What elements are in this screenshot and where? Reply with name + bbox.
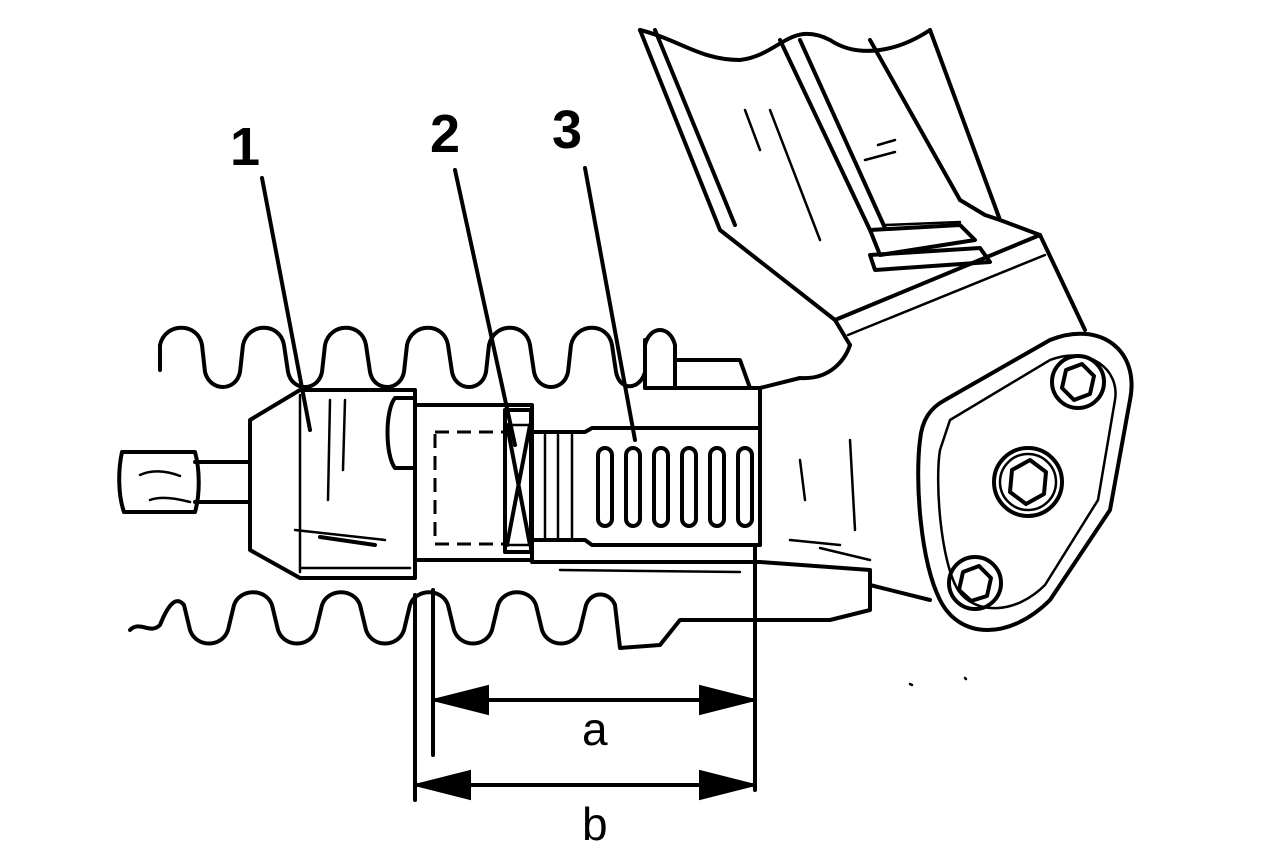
callout-2: 2 (430, 104, 460, 164)
dimension-b: b (413, 769, 757, 850)
mounting-flange (916, 331, 1134, 632)
hex-bolt-icon (992, 446, 1064, 518)
leader-line-2 (453, 168, 517, 447)
part-1-nut (248, 388, 417, 580)
bellows-upper (158, 325, 647, 389)
dimension-a: a (431, 684, 757, 755)
callout-1: 1 (230, 117, 260, 177)
hex-bolt-icon (1050, 354, 1106, 410)
speck (908, 676, 968, 687)
tie-rod (117, 450, 252, 514)
callout-3: 3 (552, 100, 582, 160)
collar (385, 396, 417, 470)
part-3-threaded-sleeve (530, 426, 762, 547)
dimension-label-b: b (582, 798, 608, 850)
bellows-lower (128, 590, 617, 646)
leader-line-3 (583, 166, 637, 442)
hex-bolt-icon (947, 555, 1003, 611)
pinion-housing (638, 28, 1087, 347)
steering-rack-housing (530, 328, 932, 650)
dimension-label-a: a (582, 703, 608, 755)
leader-line-1 (260, 176, 312, 432)
part-2-inner-sleeve (413, 403, 534, 562)
